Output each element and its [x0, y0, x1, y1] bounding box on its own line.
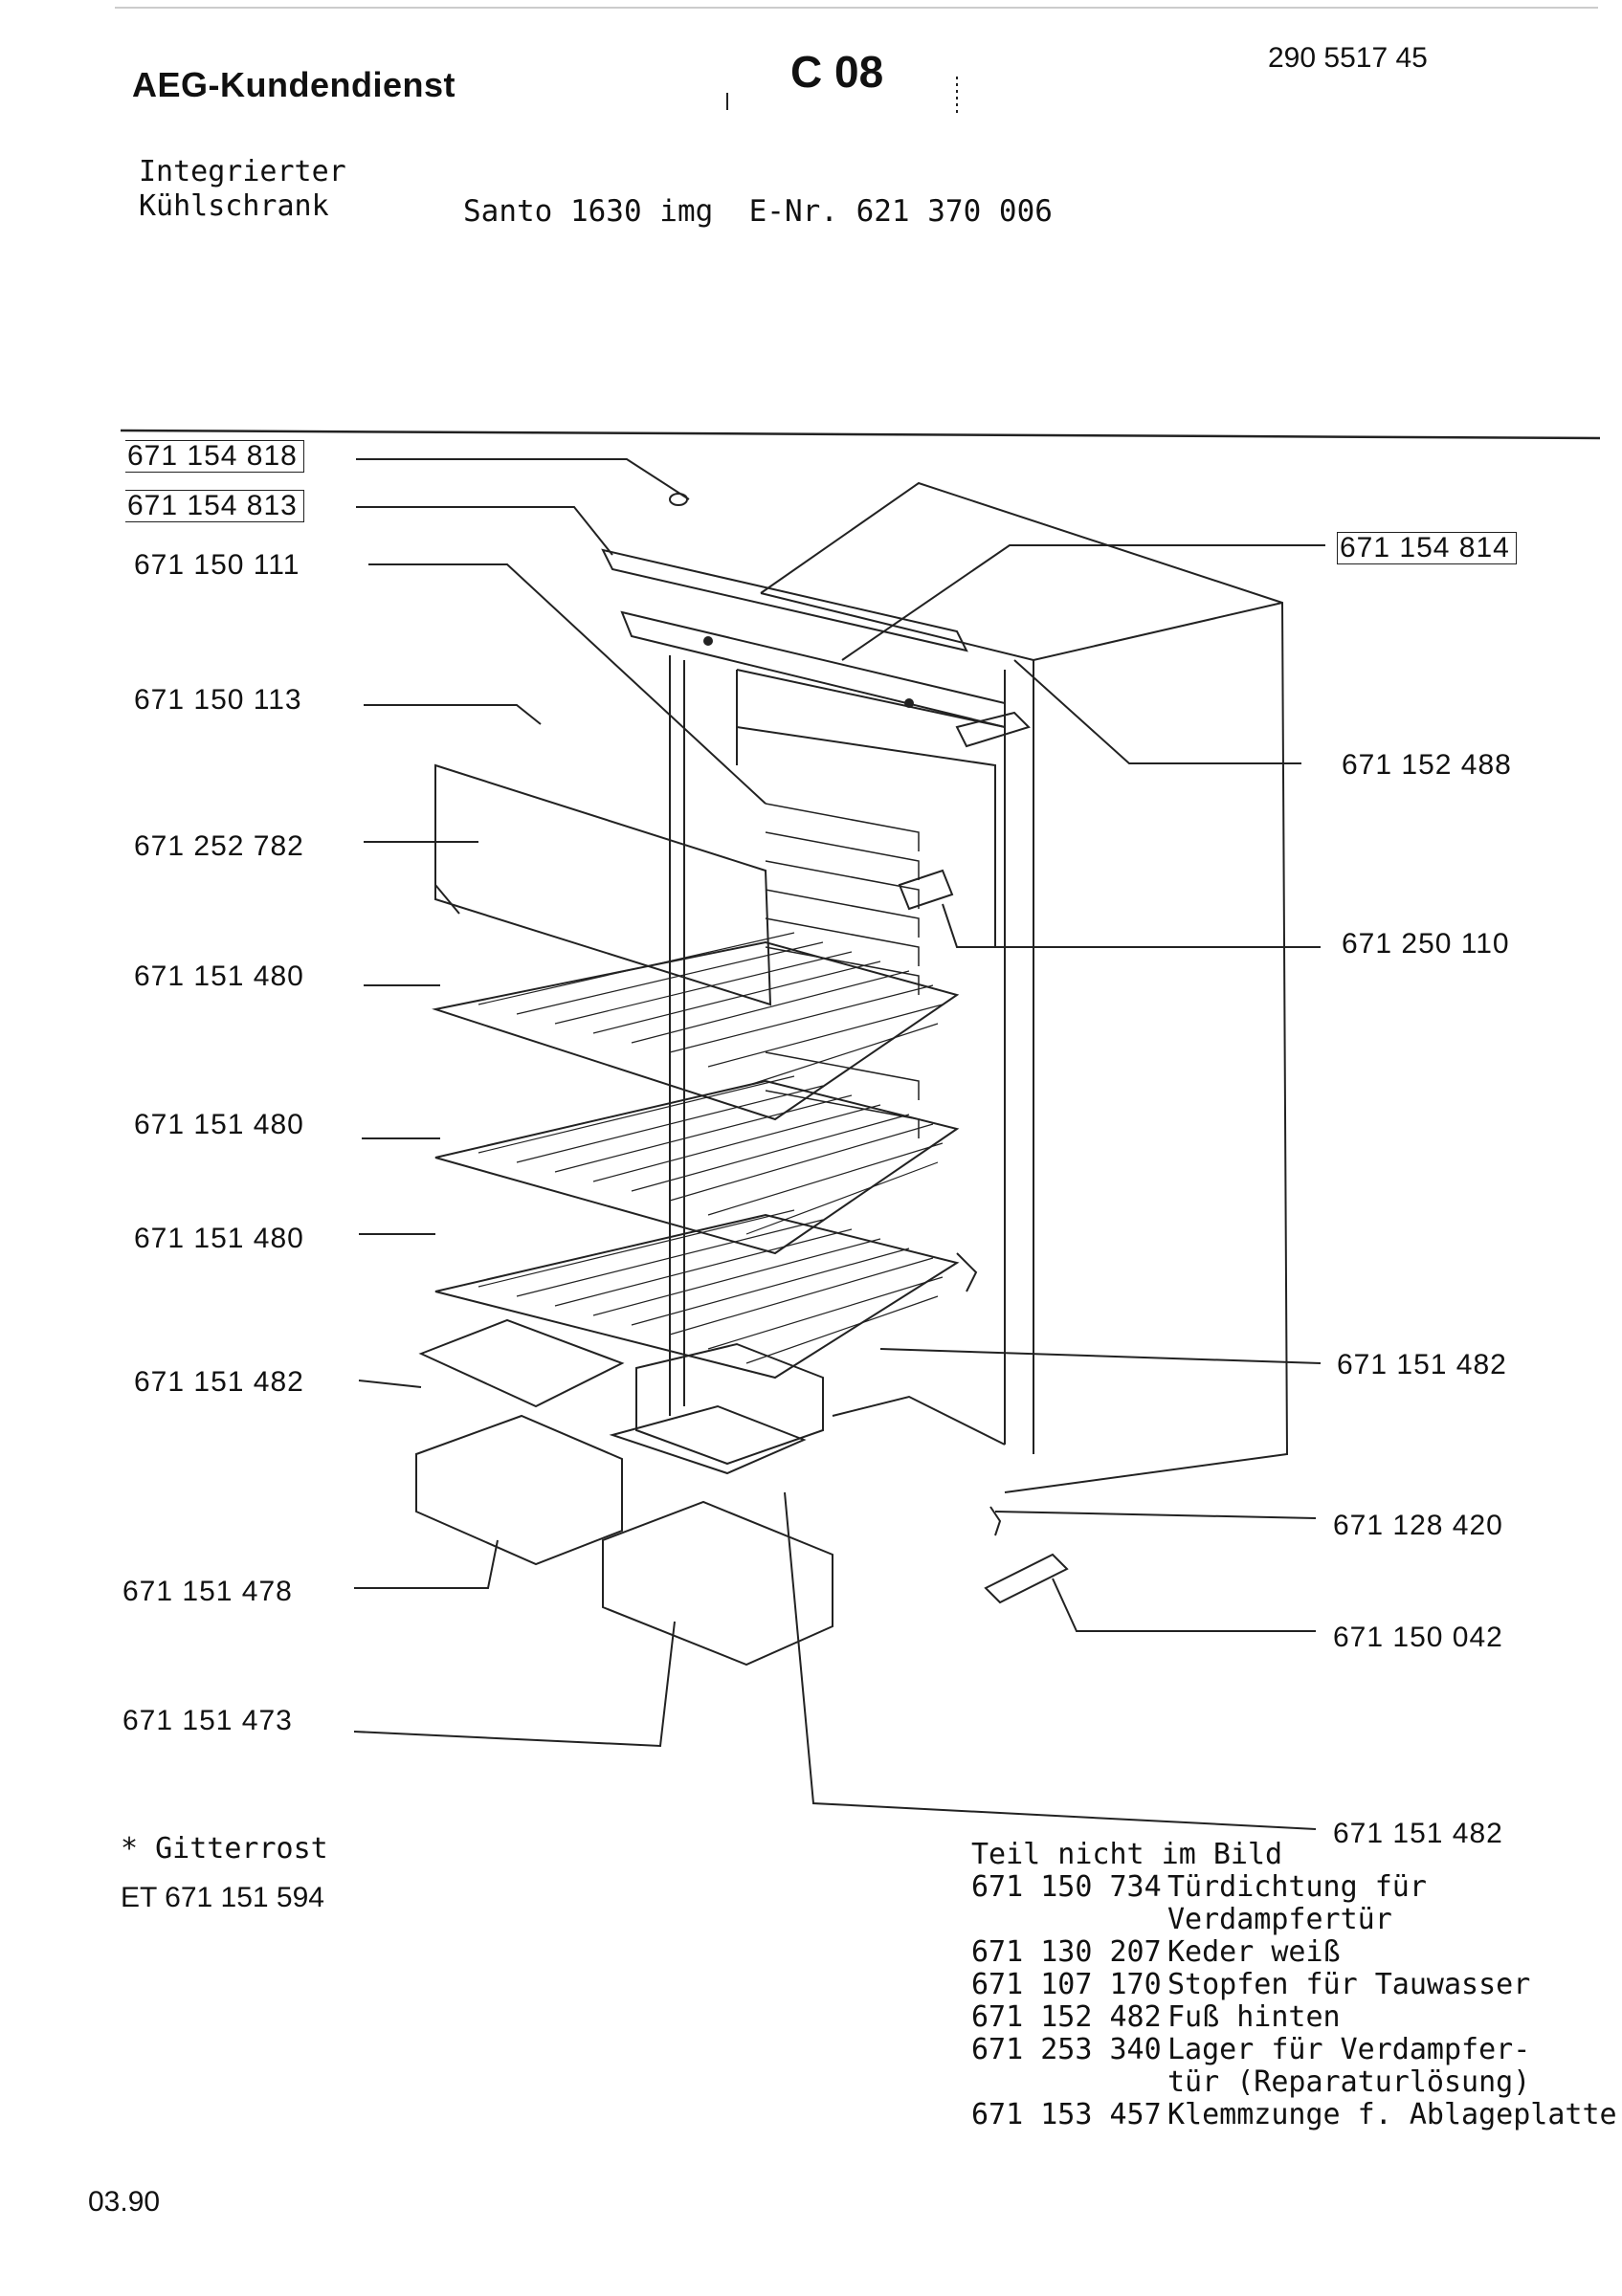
label-drawer-cover-bottom: 671 151 482	[1333, 1818, 1503, 1849]
part-description: Lager für Verdampfer-	[1167, 2033, 1531, 2066]
part-number: 671 150 734	[971, 1870, 1162, 1904]
document-number: 290 5517 45	[1268, 42, 1428, 74]
e-number: E-Nr. 621 370 006	[748, 194, 1053, 229]
part-description-continued: Verdampfertür	[1167, 1903, 1392, 1936]
parts-not-in-picture: Teil nicht im Bild 671 150 734 Türdichtu…	[971, 1839, 1617, 2131]
list-item: 671 130 207 Keder weiß	[971, 1936, 1617, 1969]
part-description: Fuß hinten	[1167, 2000, 1341, 2034]
label-crisper-drawer: 671 151 478	[122, 1576, 293, 1607]
part-description: Keder weiß	[1167, 1935, 1341, 1969]
label-drawer-cover-left: 671 151 482	[134, 1366, 304, 1398]
part-description: Türdichtung für	[1167, 1870, 1427, 1904]
list-item: 671 253 340 Lager für Verdampfer-	[971, 2034, 1617, 2066]
gitterrost-title: * Gitterrost	[121, 1832, 328, 1866]
part-number: 671 130 207	[971, 1935, 1162, 1969]
brand-title: AEG-Kundendienst	[132, 65, 455, 104]
label-top-cover: 671 154 813	[125, 490, 304, 522]
label-lamp-housing: 671 250 110	[1342, 928, 1510, 960]
label-shelf-3: 671 151 480	[134, 1223, 304, 1254]
label-shelf-1: 671 151 480	[134, 960, 304, 992]
part-description: Stopfen für Tauwasser	[1167, 1968, 1531, 2001]
product-type-line-1: Integrierter	[139, 155, 346, 188]
notes-heading: Teil nicht im Bild	[971, 1838, 1283, 1871]
label-evaporator-door: 671 252 782	[134, 830, 304, 862]
part-number: 671 253 340	[971, 2033, 1162, 2066]
revision-date: 03.90	[88, 2186, 161, 2218]
label-top-cap: 671 154 818	[125, 440, 304, 473]
label-thermostat-bracket: 671 150 111	[134, 549, 300, 581]
list-item: 671 152 482 Fuß hinten	[971, 2001, 1617, 2034]
list-item: 671 150 734 Türdichtung für	[971, 1871, 1617, 1904]
label-latch: 671 150 113	[134, 684, 302, 716]
label-glass-plate: 671 151 482	[1337, 1349, 1507, 1380]
list-item: 671 107 170 Stopfen für Tauwasser	[971, 1969, 1617, 2001]
product-type-line-2: Kühlschrank	[139, 189, 329, 223]
label-hinge-bottom: 671 150 042	[1333, 1622, 1503, 1653]
part-number: 671 152 482	[971, 2000, 1162, 2034]
list-item: 671 153 457 Klemmzunge f. Ablageplatte	[971, 2099, 1617, 2131]
part-description: Klemmzunge f. Ablageplatte	[1167, 2098, 1617, 2131]
label-door-stop: 671 128 420	[1333, 1510, 1503, 1541]
model-line: Santo 1630 img E-Nr. 621 370 006	[463, 194, 1053, 229]
part-number: 671 107 170	[971, 1968, 1162, 2001]
label-hinge-top: 671 152 488	[1342, 749, 1512, 781]
gitterrost-et-number: ET 671 151 594	[121, 1882, 324, 1913]
label-crisper-drawer-small: 671 151 473	[122, 1705, 293, 1736]
part-number: 671 153 457	[971, 2098, 1162, 2131]
label-top-rail: 671 154 814	[1337, 532, 1517, 564]
page-code: C 08	[790, 47, 884, 97]
model-name: Santo 1630 img	[463, 194, 714, 229]
part-description-continued: tür (Reparaturlösung)	[1167, 2065, 1531, 2099]
label-shelf-2: 671 151 480	[134, 1109, 304, 1140]
